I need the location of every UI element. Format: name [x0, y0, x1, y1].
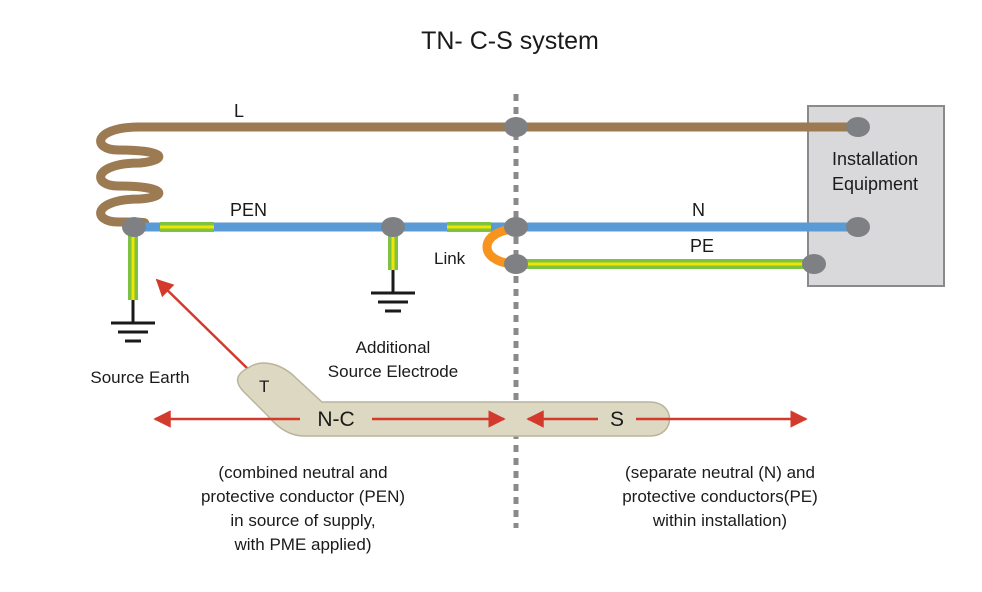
installation-equipment-box	[807, 105, 945, 287]
nc-desc-line2: protective conductor (PEN)	[201, 487, 405, 506]
node-pe-equipment	[802, 254, 826, 274]
label-t: T	[259, 377, 269, 396]
source-earth-ground-icon	[111, 300, 155, 343]
node-n-equipment	[846, 217, 870, 237]
s-desc-line3: within installation)	[652, 511, 787, 530]
label-nc: N-C	[317, 408, 354, 431]
nc-desc-line4: with PME applied)	[233, 535, 371, 554]
s-desc-line2: protective conductors(PE)	[622, 487, 818, 506]
node-pen-electrode	[381, 217, 405, 237]
node-l-boundary	[504, 117, 528, 137]
node-pen-source	[122, 217, 146, 237]
label-source-earth: Source Earth	[90, 368, 189, 387]
nc-desc-line3: in source of supply,	[230, 511, 375, 530]
label-n: N	[692, 200, 705, 220]
nc-desc-line1: (combined neutral and	[218, 463, 387, 482]
node-pe-boundary	[504, 254, 528, 274]
pen-sleeve-2	[447, 222, 491, 232]
label-additional-line1: Additional	[356, 338, 431, 357]
node-l-equipment	[846, 117, 870, 137]
s-desc-line1: (separate neutral (N) and	[625, 463, 815, 482]
equipment-label-line2: Equipment	[832, 174, 918, 194]
pe-conductor	[516, 259, 814, 269]
s-description: (separate neutral (N) and protective con…	[622, 463, 818, 530]
link-strap	[482, 224, 515, 269]
diagram-title: TN- C-S system	[421, 27, 599, 55]
label-l: L	[234, 101, 244, 121]
label-s: S	[610, 408, 624, 431]
node-n-boundary	[504, 217, 528, 237]
source-earth-conductor	[128, 230, 138, 300]
label-pen: PEN	[230, 200, 267, 220]
label-link: Link	[434, 249, 466, 268]
label-pe: PE	[690, 236, 714, 256]
t-pointer-arrow	[155, 278, 251, 372]
additional-electrode-ground-icon	[371, 270, 415, 313]
nc-description: (combined neutral and protective conduct…	[201, 463, 405, 554]
equipment-label-line1: Installation	[832, 149, 918, 169]
additional-electrode-conductor	[388, 230, 398, 270]
transformer-coil	[96, 122, 164, 232]
pen-sleeve-1	[160, 222, 214, 232]
label-additional-line2: Source Electrode	[328, 362, 458, 381]
